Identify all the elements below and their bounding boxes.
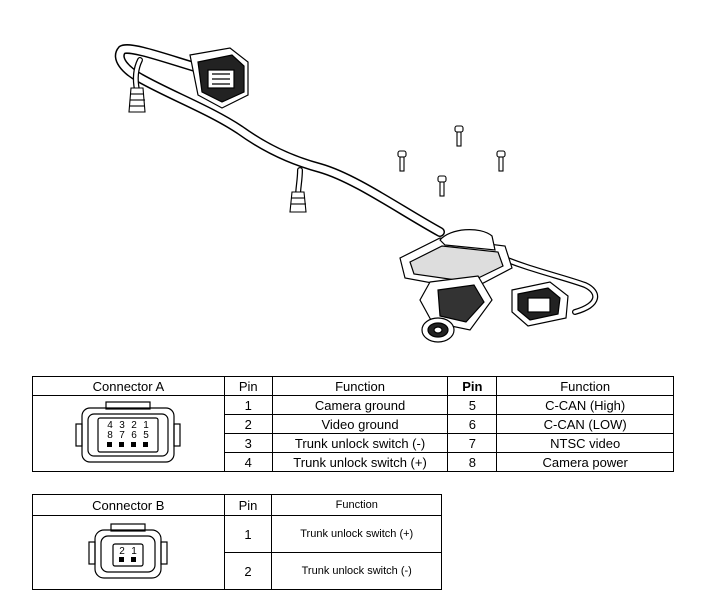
pin-label: 2 — [120, 546, 126, 557]
function-cell: Video ground — [271, 414, 449, 434]
function-header: Function — [271, 494, 442, 516]
function-cell: Trunk unlock switch (+) — [271, 452, 449, 472]
connector-name: Connector B — [32, 494, 225, 516]
right-connector-icon — [511, 281, 569, 327]
function-cell: C-CAN (LOW) — [496, 414, 674, 434]
screw-icon — [454, 125, 464, 147]
function-cell: NTSC video — [496, 433, 674, 453]
camera-harness-illustration — [114, 44, 599, 343]
connector-a-diagram: 4 3 2 1 8 7 6 5 — [32, 395, 225, 472]
pin-label: 4 — [108, 420, 114, 431]
pin-label: 3 — [120, 420, 126, 431]
pin-cell: 5 — [447, 395, 498, 415]
pin-label: 8 — [108, 430, 114, 441]
pin-header: Pin — [447, 376, 498, 396]
screw-icon — [397, 150, 407, 172]
function-cell: Camera ground — [271, 395, 449, 415]
screw-icon — [437, 175, 447, 197]
connector-a-table: Connector A Pin Function Pin Function 4 … — [32, 376, 674, 472]
harness-plug-left-icon — [128, 87, 146, 113]
table-row: 4 3 2 1 8 7 6 5 1 Camera ground 5 C-CAN … — [32, 395, 674, 472]
pin-cell: 6 — [447, 414, 498, 434]
pin-cell: 7 — [447, 433, 498, 453]
connector-b-icon: 2 1 — [88, 522, 168, 579]
pin-label: 1 — [144, 420, 150, 431]
connector-b-table: Connector B Pin Function 2 1 — [32, 494, 442, 590]
pin-cell: 1 — [223, 395, 273, 415]
pin-cell: 2 — [223, 552, 273, 590]
pin-header: Pin — [223, 494, 273, 516]
pin-label: 6 — [132, 430, 138, 441]
pin-cell: 3 — [223, 433, 273, 453]
table-row: 4 Trunk unlock switch (+) 8 Camera power — [33, 452, 674, 472]
function-cell: C-CAN (High) — [496, 395, 674, 415]
table-header-row: Connector A Pin Function Pin Function — [32, 376, 674, 396]
upper-connector-icon — [189, 47, 249, 109]
pin-cell: 2 — [223, 414, 273, 434]
function-cell: Trunk unlock switch (-) — [271, 433, 449, 453]
screw-icon — [496, 150, 506, 172]
connector-a-icon: 4 3 2 1 8 7 6 5 — [75, 400, 181, 463]
rear-camera-icon — [399, 229, 513, 343]
table-row: 2 Trunk unlock switch (-) — [33, 552, 442, 590]
table-row: 2 1 1 Trunk unlock switch (+) — [32, 515, 442, 590]
pin-label: 7 — [120, 430, 126, 441]
pin-cell: 4 — [223, 452, 273, 472]
pin-label: 2 — [132, 420, 138, 431]
table-header-row: Connector B Pin Function — [32, 494, 442, 516]
table-row: 2 Video ground 6 C-CAN (LOW) — [33, 414, 674, 434]
connector-b-diagram: 2 1 — [32, 515, 225, 590]
pin-header: Pin — [223, 376, 273, 396]
function-header: Function — [271, 376, 449, 396]
connector-name: Connector A — [32, 376, 225, 396]
pin-cell: 1 — [223, 515, 273, 553]
function-header: Function — [496, 376, 674, 396]
pin-label: 5 — [144, 430, 150, 441]
pin-cell: 8 — [447, 452, 498, 472]
pin-label: 1 — [132, 546, 138, 557]
function-cell: Trunk unlock switch (-) — [271, 552, 442, 590]
function-cell: Trunk unlock switch (+) — [271, 515, 442, 553]
function-cell: Camera power — [496, 452, 674, 472]
harness-clip-icon — [289, 191, 307, 213]
